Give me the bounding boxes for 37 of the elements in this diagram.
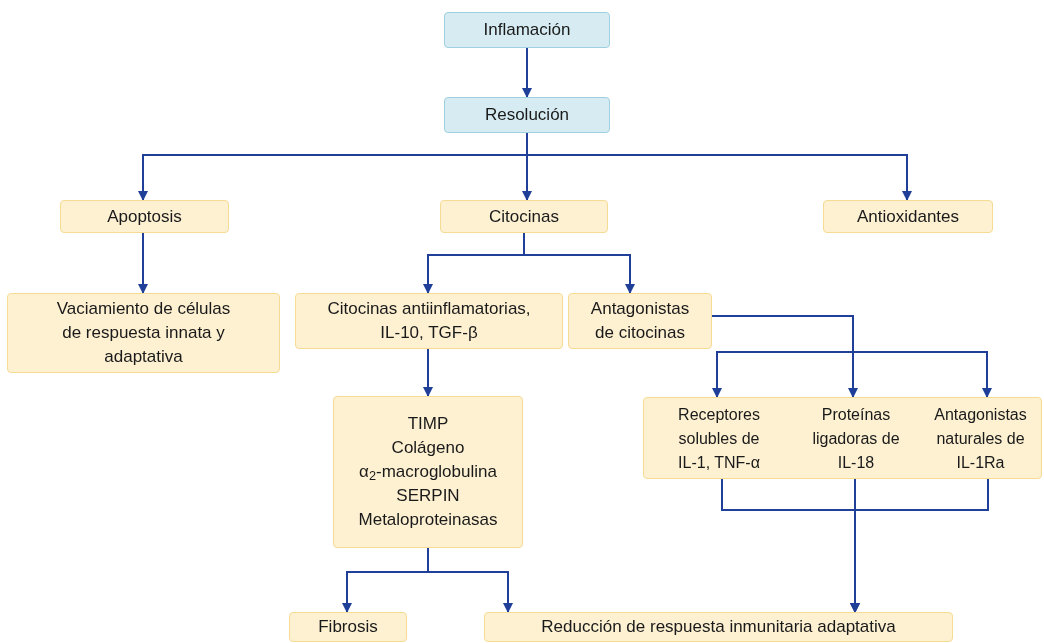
process-box — [568, 293, 712, 349]
arrow — [850, 478, 989, 613]
node-text: Antagonistas naturales de IL-1Ra — [933, 405, 1028, 473]
node-text: Apoptosis — [107, 205, 182, 228]
process-box — [484, 612, 953, 642]
node-text: Metaloproteinasas — [358, 509, 498, 531]
node-text: Inflamación — [483, 19, 571, 41]
node-text: Vaciamiento de células de respuesta innata y adaptativa — [55, 298, 232, 368]
node-text: α$_{2}$-macroglobulina — [359, 461, 497, 484]
node-text: Citocinas — [489, 205, 559, 228]
process-box — [289, 612, 407, 642]
arrow — [523, 232, 635, 294]
node-text: Reducción de respuesta inmunitaria adaptativa — [541, 616, 896, 638]
node-text: Receptores solubles de IL-1, TNF-α — [677, 405, 761, 473]
node-text: Antagonistas de citocinas — [589, 298, 691, 344]
node-text: Colágeno — [391, 437, 465, 459]
process-box — [444, 97, 610, 133]
node-text: Citocinas antiinflamatorias, IL-10, TGF-β — [326, 298, 532, 344]
node-text: SERPIN — [396, 485, 460, 507]
process-box — [440, 200, 608, 233]
process-box — [333, 396, 523, 548]
process-box — [60, 200, 229, 233]
process-box — [7, 293, 280, 373]
arrow — [427, 547, 513, 613]
process-box — [444, 12, 610, 48]
arrow — [138, 232, 148, 294]
process-box — [295, 293, 563, 349]
arrow — [711, 315, 992, 398]
node-text: Resolución — [484, 104, 570, 126]
process-box — [823, 200, 993, 233]
arrow — [522, 47, 532, 98]
node-text: Fibrosis — [318, 616, 378, 638]
node-text: Proteínas ligadoras de IL-18 — [811, 405, 901, 473]
arrow — [423, 348, 433, 397]
node-text: Antioxidantes — [856, 205, 960, 228]
node-text: TIMP — [407, 413, 449, 435]
group-box — [643, 397, 1042, 479]
